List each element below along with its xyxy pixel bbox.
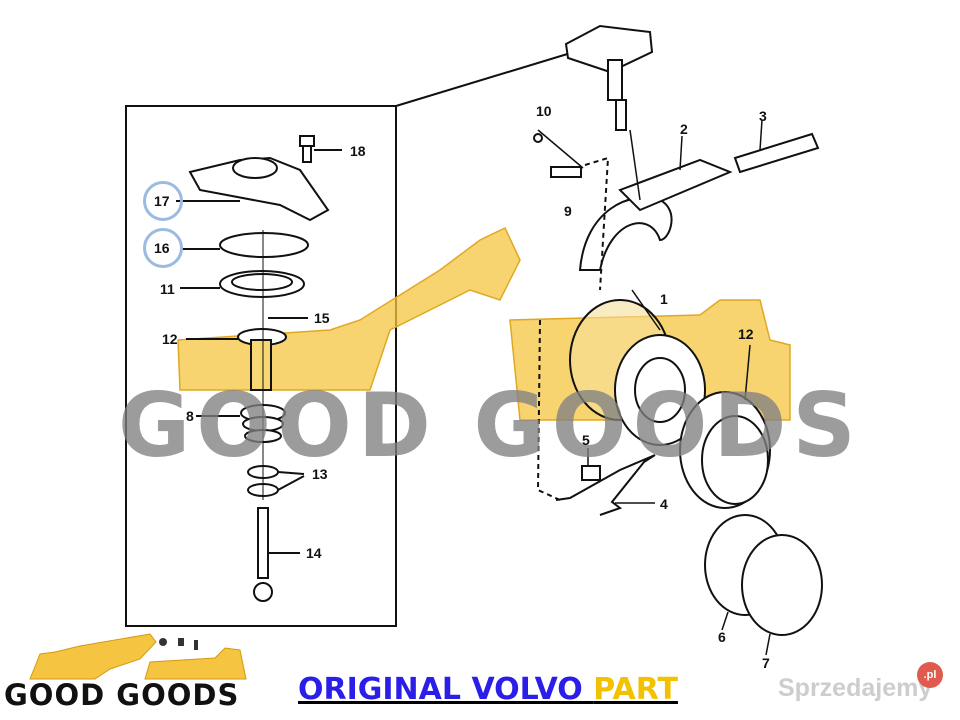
callout-5: 5 <box>582 432 590 448</box>
marketplace-watermark: Sprzedajemy <box>778 674 933 702</box>
watermark-text-left: GOOD GOODS <box>118 374 862 477</box>
callout-12-main: 12 <box>738 326 754 342</box>
callout-14: 14 <box>306 545 322 561</box>
highlight-circle-16 <box>143 228 183 268</box>
callout-3: 3 <box>759 108 767 124</box>
callout-16: 16 <box>154 240 170 256</box>
link-text-blue: ORIGINAL VOLVO <box>298 672 594 707</box>
callout-13: 13 <box>312 466 328 482</box>
callout-12: 12 <box>162 331 178 347</box>
original-volvo-part-link[interactable]: ORIGINAL VOLVO PART <box>298 672 678 707</box>
callout-4: 4 <box>660 496 668 512</box>
callout-7: 7 <box>762 655 770 671</box>
highlight-circle-17 <box>143 181 183 221</box>
callout-11: 11 <box>160 281 175 297</box>
callout-17: 17 <box>154 193 170 209</box>
callout-9: 9 <box>564 203 572 219</box>
callout-6: 6 <box>718 629 726 645</box>
callout-18: 18 <box>350 143 366 159</box>
callout-1: 1 <box>660 291 668 307</box>
callout-15: 15 <box>314 310 330 326</box>
callout-8: 8 <box>186 408 194 424</box>
callout-2: 2 <box>680 121 688 137</box>
footer-logo-text: GOOD GOODS <box>4 678 240 712</box>
marketplace-badge-icon: .pl <box>917 662 943 688</box>
callout-10: 10 <box>536 103 552 119</box>
link-text-gold: PART <box>593 672 678 707</box>
good-goods-logo-vehicles <box>29 633 247 680</box>
inset-box <box>125 105 397 627</box>
